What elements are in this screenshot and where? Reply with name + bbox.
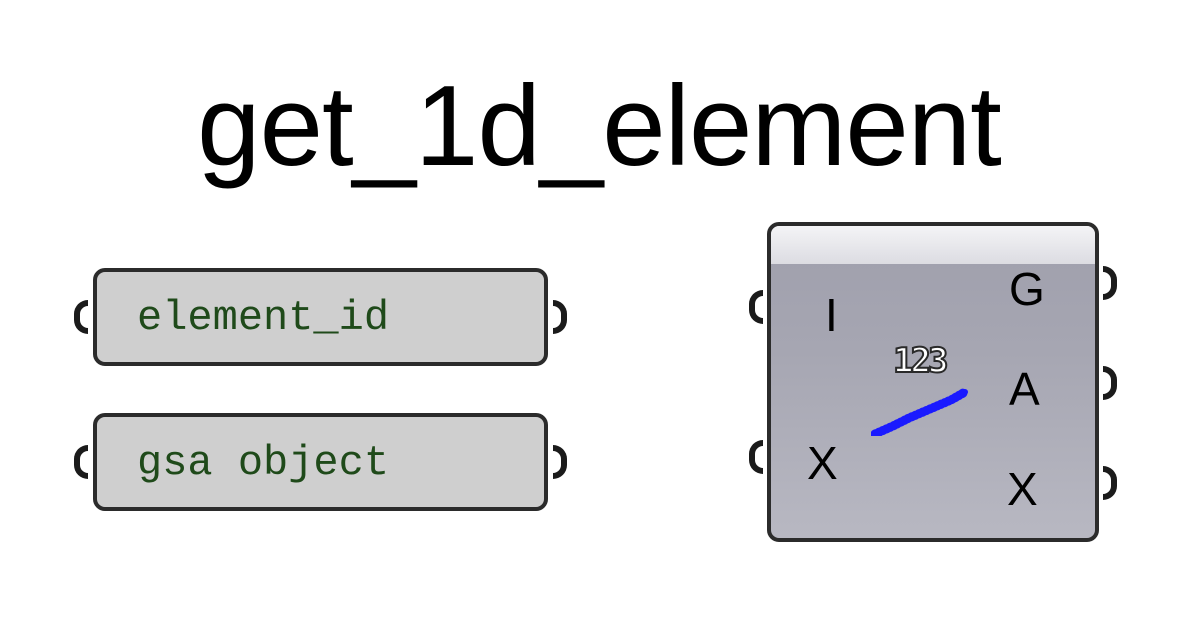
param-label: gsa object xyxy=(137,439,390,487)
component-body[interactable]: I X G A X 123 xyxy=(767,222,1099,542)
param-output-port[interactable] xyxy=(553,300,567,334)
component-input-port-x[interactable] xyxy=(749,440,763,474)
component-header xyxy=(771,226,1095,264)
param-label: element_id xyxy=(137,294,390,342)
component-input-port-i[interactable] xyxy=(749,290,763,324)
page-title: get_1d_element xyxy=(197,63,1002,190)
number-sequence-icon: 123 xyxy=(871,340,970,436)
output-label-a: A xyxy=(1009,363,1040,415)
input-label-x: X xyxy=(807,437,838,489)
param-gsa-object[interactable]: gsa object xyxy=(93,413,548,511)
component-output-port-a[interactable] xyxy=(1103,366,1117,400)
component-output-port-g[interactable] xyxy=(1103,266,1117,300)
param-input-port[interactable] xyxy=(74,445,88,479)
param-element-id[interactable]: element_id xyxy=(93,268,548,366)
icon-line-core xyxy=(872,389,968,436)
output-label-x: X xyxy=(1007,463,1038,515)
param-input-port[interactable] xyxy=(74,300,88,334)
icon-label: 123 xyxy=(893,341,947,381)
param-output-port[interactable] xyxy=(553,445,567,479)
component-output-port-x[interactable] xyxy=(1103,466,1117,500)
output-label-g: G xyxy=(1009,263,1045,315)
input-label-i: I xyxy=(825,289,838,341)
